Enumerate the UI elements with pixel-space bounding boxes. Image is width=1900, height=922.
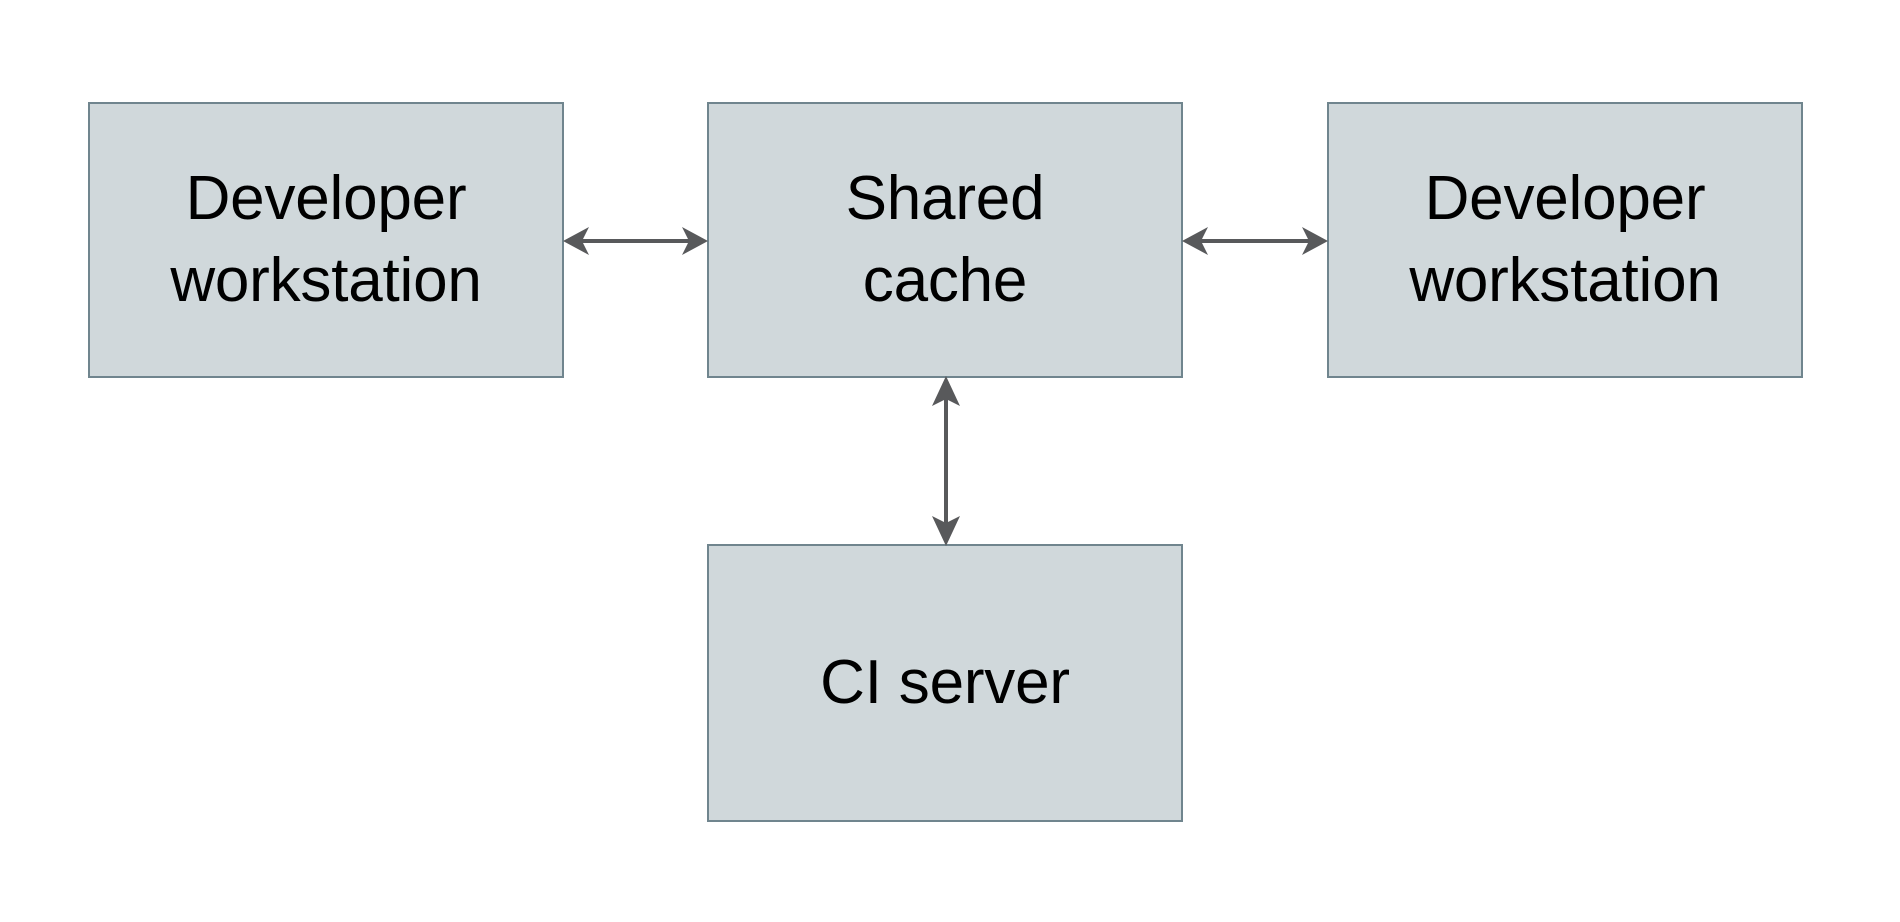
node-label: Developer workstation <box>1409 164 1721 315</box>
double-arrow-icon-shared-to-ci <box>932 376 960 546</box>
double-arrow-shape <box>1182 227 1328 255</box>
double-arrow-icon-shared-to-right <box>1182 227 1328 255</box>
node-label: Developer workstation <box>170 164 482 315</box>
node-label: CI server <box>820 648 1070 718</box>
node-developer-workstation-right[interactable]: Developer workstation <box>1327 102 1803 378</box>
double-arrow-icon-left-to-shared <box>563 227 708 255</box>
double-arrow-shape <box>563 227 708 255</box>
node-developer-workstation-left[interactable]: Developer workstation <box>88 102 564 378</box>
node-ci-server[interactable]: CI server <box>707 544 1183 822</box>
node-shared-cache[interactable]: Shared cache <box>707 102 1183 378</box>
double-arrow-shape <box>932 376 960 546</box>
node-label: Shared cache <box>845 164 1045 315</box>
